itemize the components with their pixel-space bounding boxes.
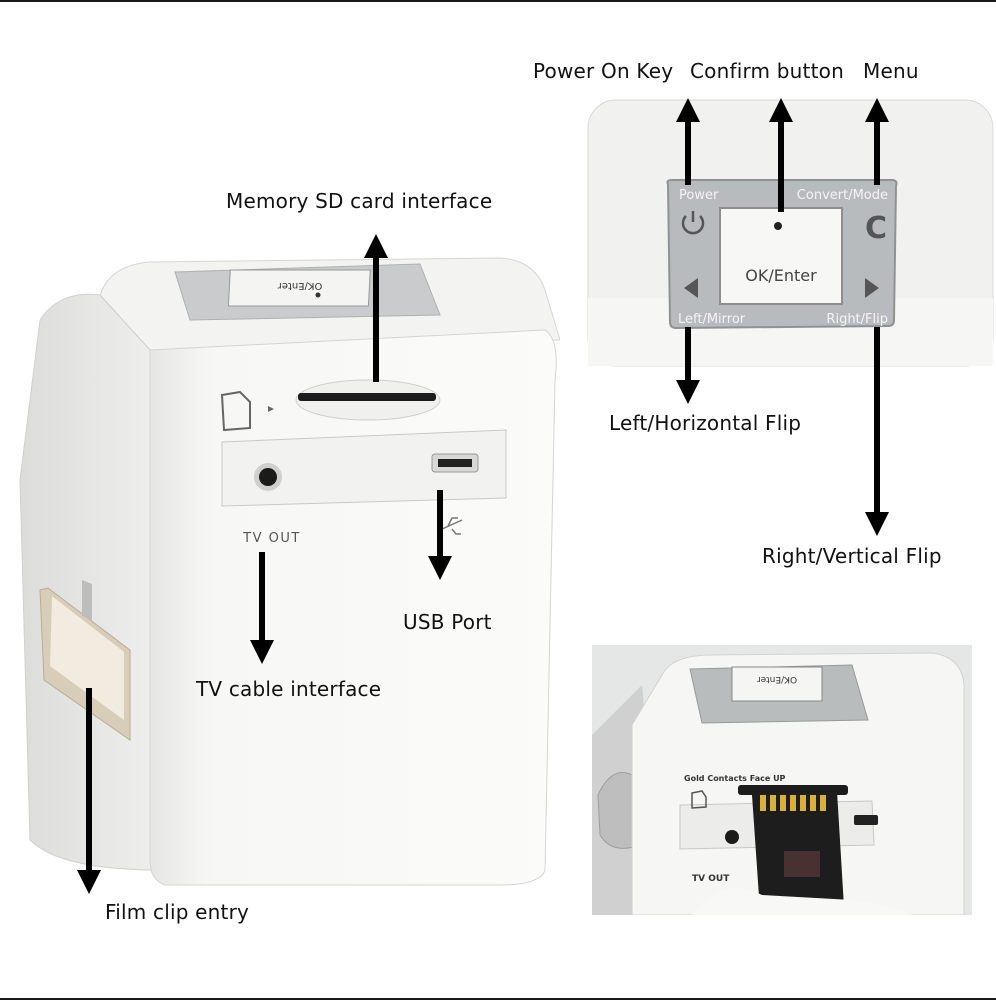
gold-contacts-label: Gold Contacts Face UP: [684, 774, 786, 783]
sd-card-insertion-photo: OK/Enter Gold Contacts Face UP TV OUT: [592, 645, 972, 915]
film-clip-slot: [39, 587, 131, 741]
label-tv-cable: TV cable interface: [196, 677, 382, 701]
keypad-ok-enter-label: OK/Enter: [745, 266, 817, 285]
convert-mode-icon: C: [865, 211, 887, 246]
label-menu: Menu: [863, 59, 919, 83]
sd-card-in-hand: [752, 791, 844, 911]
label-memory-sd: Memory SD card interface: [226, 189, 493, 213]
tv-out-label: TV OUT: [242, 531, 301, 546]
left-arrow-icon: [684, 278, 698, 298]
right-arrow-icon: [865, 278, 879, 298]
keypad-power-label: Power: [679, 188, 719, 203]
sd-card-slot: [295, 379, 441, 421]
photo-ok-label: OK/Enter: [757, 674, 797, 684]
bottom-border: [0, 998, 996, 1000]
film-direction-icon: [82, 580, 92, 620]
top-border: [0, 0, 996, 2]
keypad-right-flip-label: Right/Flip: [826, 312, 888, 327]
keypad-left-mirror-label: Left/Mirror: [678, 312, 746, 327]
top-ok-label: OK/Enter: [277, 280, 323, 291]
power-icon: [681, 211, 705, 235]
label-left-flip: Left/Horizontal Flip: [609, 411, 802, 435]
label-right-flip: Right/Vertical Flip: [762, 544, 942, 568]
usb-port: [431, 453, 479, 473]
label-power-on-key: Power On Key: [533, 59, 674, 83]
label-confirm-button: Confirm button: [690, 59, 844, 83]
label-film-clip: Film clip entry: [105, 900, 250, 924]
label-usb-port: USB Port: [403, 610, 492, 634]
photo-tv-out-label: TV OUT: [692, 874, 730, 884]
usb-icon: [439, 517, 463, 535]
sd-card-icon: [220, 390, 274, 432]
tv-out-jack: [254, 463, 282, 491]
keypad-convert-mode-label: Convert/Mode: [797, 188, 888, 203]
